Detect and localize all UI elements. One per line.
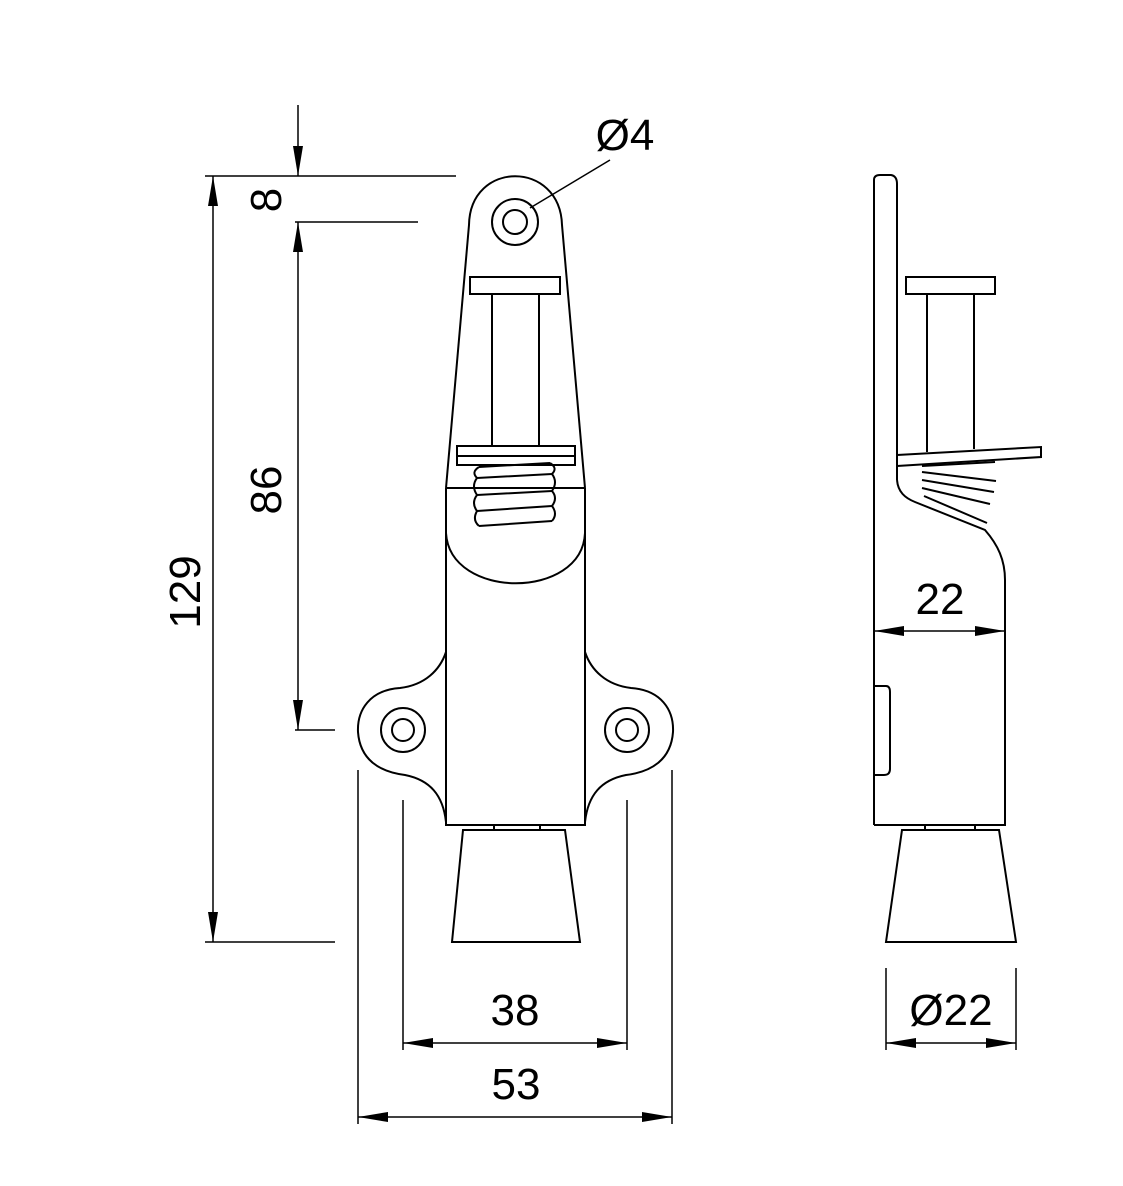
side-notch (874, 685, 891, 776)
front-view (356, 175, 675, 943)
angled-plate (896, 445, 1042, 467)
dim-overall-width: 53 (492, 1060, 541, 1109)
back-plate (873, 174, 898, 825)
dim-hole-diameter: Ø4 (596, 111, 655, 160)
rubber-foot (450, 829, 582, 943)
mount-hole (615, 718, 639, 742)
mount-hole (391, 718, 415, 742)
top-plate-outline (445, 175, 586, 489)
hole-boss (491, 198, 539, 246)
spring-side (921, 461, 997, 524)
upper-plate-side (905, 276, 996, 295)
rubber-foot-side (884, 829, 1018, 943)
dim-top-offset: 8 (242, 188, 291, 212)
mount-hole-boss (604, 707, 650, 753)
mount-hole-boss (380, 707, 426, 753)
top-hole (502, 209, 528, 235)
side-view (873, 174, 1042, 943)
dim-body-depth: 22 (916, 575, 965, 624)
front-dimensions: 129 8 86 Ø4 38 53 (161, 105, 673, 1124)
body-side-outline (874, 479, 1006, 826)
dim-foot-diameter: Ø22 (909, 986, 992, 1035)
dim-hole-spacing-vertical: 86 (242, 466, 291, 515)
left-ear (356, 651, 447, 823)
spring (473, 462, 556, 527)
right-ear (584, 651, 675, 823)
dim-mount-hole-spacing: 38 (491, 986, 540, 1035)
side-dimensions: 22 Ø22 (874, 575, 1017, 1050)
body-outline (445, 488, 586, 826)
upper-plate (469, 276, 561, 295)
dim-overall-height: 129 (161, 555, 210, 628)
